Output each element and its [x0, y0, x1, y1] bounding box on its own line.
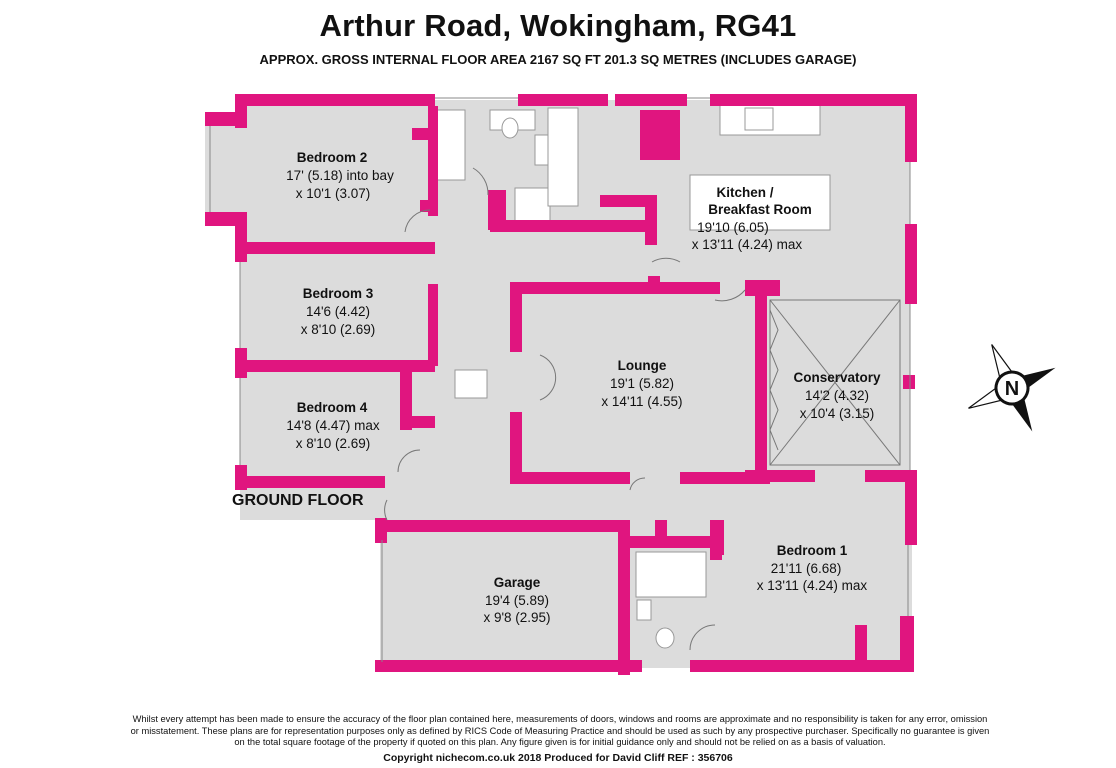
bedroom4-name: Bedroom 4	[297, 400, 368, 415]
bedroom3-dim1: 14'6 (4.42)	[306, 304, 370, 319]
kitchen-name-line1: Kitchen /	[716, 185, 773, 200]
garage-dim1: 19'4 (5.89)	[485, 593, 549, 608]
room-kitchen: Kitchen / Breakfast Room 19'10 (6.05) x …	[692, 185, 812, 252]
property-title: Arthur Road, Wokingham, RG41	[319, 8, 797, 43]
kitchen-name-line2: Breakfast Room	[708, 202, 812, 217]
bedroom1-name: Bedroom 1	[777, 543, 848, 558]
lounge-dim2: x 14'11 (4.55)	[601, 394, 682, 409]
room-conservatory: Conservatory 14'2 (4.32) x 10'4 (3.15)	[793, 370, 881, 421]
bedroom4-dim1: 14'8 (4.47) max	[286, 418, 380, 433]
floor-area-subtitle: APPROX. GROSS INTERNAL FLOOR AREA 2167 S…	[259, 52, 857, 67]
kitchen-dim2: x 13'11 (4.24) max	[692, 237, 803, 252]
room-bedroom2: Bedroom 2 17' (5.18) into bay x 10'1 (3.…	[286, 150, 394, 201]
room-bedroom4: Bedroom 4 14'8 (4.47) max x 8'10 (2.69)	[286, 400, 380, 451]
conservatory-dim2: x 10'4 (3.15)	[800, 406, 875, 421]
ensuite-basin	[636, 599, 652, 621]
conservatory-dim1: 14'2 (4.32)	[805, 388, 869, 403]
bedroom1-dim1: 21'11 (6.68)	[771, 561, 842, 576]
windows	[209, 97, 911, 662]
cupboard-fixture	[547, 107, 579, 207]
ensuite-shower	[635, 551, 707, 598]
bedroom2-dim2: x 10'1 (3.07)	[296, 186, 371, 201]
floor-area	[205, 100, 912, 668]
floor-label: GROUND FLOOR	[232, 492, 364, 509]
room-bedroom1: Bedroom 1 21'11 (6.68) x 13'11 (4.24) ma…	[757, 543, 868, 593]
garage-dim2: x 9'8 (2.95)	[483, 610, 550, 625]
room-lounge: Lounge 19'1 (5.82) x 14'11 (4.55)	[601, 358, 682, 409]
fixtures	[434, 104, 831, 649]
bedroom1-dim2: x 13'11 (4.24) max	[757, 578, 868, 593]
bedroom3-dim2: x 8'10 (2.69)	[301, 322, 376, 337]
bedroom2-name: Bedroom 2	[297, 150, 368, 165]
kitchen-dim1: 19'10 (6.05)	[697, 220, 769, 235]
room-garage: Garage 19'4 (5.89) x 9'8 (2.95)	[483, 575, 550, 625]
compass-icon: N	[968, 344, 1056, 432]
room-bedroom3: Bedroom 3 14'6 (4.42) x 8'10 (2.69)	[301, 286, 376, 337]
bedroom2-dim1: 17' (5.18) into bay	[286, 168, 394, 183]
hob-icon	[744, 107, 774, 131]
toilet-fixture	[501, 117, 519, 139]
bath-fixture	[434, 109, 466, 181]
bedroom3-name: Bedroom 3	[303, 286, 374, 301]
bedroom4-dim2: x 8'10 (2.69)	[296, 436, 371, 451]
ensuite-toilet	[655, 627, 675, 649]
conservatory-name: Conservatory	[793, 370, 881, 385]
compass-letter: N	[1005, 378, 1019, 400]
footer-credits: Copyright nichecom.co.uk 2018 Produced f…	[383, 752, 733, 764]
shower-fixture	[514, 187, 551, 224]
door-swings	[384, 167, 901, 651]
lounge-name: Lounge	[618, 358, 667, 373]
walls	[205, 94, 917, 675]
garage-name: Garage	[494, 575, 541, 590]
skylight-icon	[454, 369, 488, 399]
disclaimer-text: Whilst every attempt has been made to en…	[130, 714, 990, 748]
lounge-dim1: 19'1 (5.82)	[610, 376, 674, 391]
kitchen-island	[689, 174, 831, 231]
